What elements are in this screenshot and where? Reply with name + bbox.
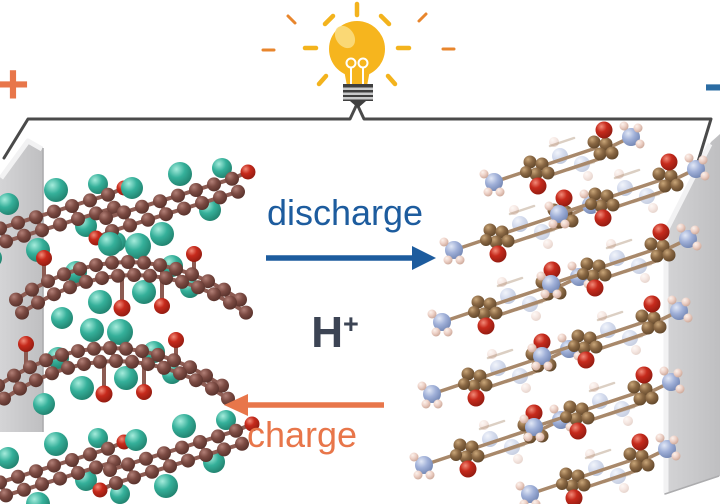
bulb-highlight bbox=[334, 25, 356, 49]
molecule-layer bbox=[479, 121, 645, 197]
molecule-layer bbox=[92, 410, 260, 504]
molecule-layer bbox=[515, 433, 681, 504]
cathode-molecule-layers bbox=[0, 158, 260, 504]
positive-terminal-label: + bbox=[0, 52, 30, 115]
left-arrow-icon bbox=[224, 394, 384, 416]
molecule-layer bbox=[9, 232, 253, 329]
bulb-base bbox=[343, 84, 373, 108]
molecule-layer bbox=[536, 223, 702, 299]
molecule-layer bbox=[519, 366, 685, 442]
proton-label: H+ bbox=[280, 299, 390, 358]
negative-terminal-label: − bbox=[703, 55, 720, 118]
bulb-neck bbox=[344, 70, 370, 86]
charge-label: charge bbox=[246, 414, 358, 455]
molecule-layer bbox=[0, 318, 235, 415]
bulb-rays bbox=[302, 1, 412, 87]
proton-charge-sign: + bbox=[343, 309, 359, 339]
molecule-layer bbox=[527, 295, 693, 371]
proton-symbol: H bbox=[311, 308, 343, 357]
right-arrow-icon bbox=[266, 246, 436, 270]
molecule-layer bbox=[417, 333, 583, 409]
discharge-label: discharge bbox=[266, 192, 424, 233]
molecule-layer bbox=[439, 189, 605, 265]
molecule-layer bbox=[409, 404, 575, 480]
light-bulb-icon bbox=[261, 1, 456, 108]
molecule-layer bbox=[427, 261, 593, 337]
bulb-filament bbox=[345, 57, 369, 85]
molecule-layer bbox=[544, 153, 710, 229]
anode-molecule-layers bbox=[409, 121, 710, 504]
bulb-sparkle-ticks bbox=[261, 12, 456, 52]
molecule-layer bbox=[0, 174, 132, 264]
